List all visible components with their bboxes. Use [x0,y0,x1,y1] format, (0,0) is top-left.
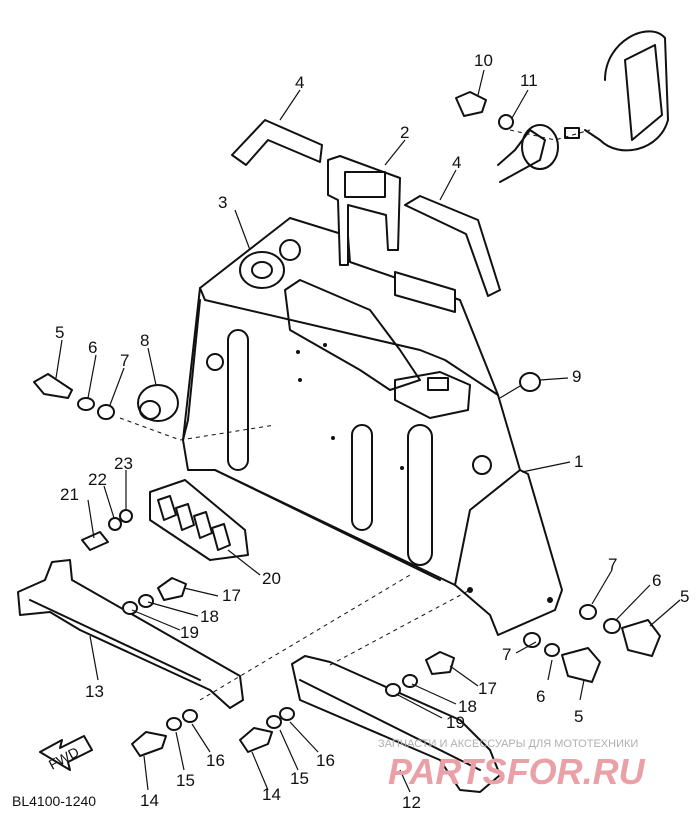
left-bolt-stack [33,373,276,441]
label-17-right: 17 [478,679,497,698]
right-bolt-stack [523,604,661,683]
label-15-right: 15 [290,769,309,788]
label-7-right-lower: 7 [502,645,511,664]
label-19-right: 19 [446,713,465,732]
label-21: 21 [60,485,79,504]
label-5-left: 5 [55,323,64,342]
label-22: 22 [88,470,107,489]
left-bolt-14-stack [131,709,198,757]
label-12: 12 [402,793,421,812]
label-7-left: 7 [120,351,129,370]
label-3: 3 [218,193,227,212]
label-17-left: 17 [222,586,241,605]
label-20: 20 [262,569,281,588]
roller-part [239,251,285,289]
label-5-right-upper: 5 [680,587,689,606]
watermark-logo: PARTSFOR.RU [388,751,646,792]
label-11: 11 [520,71,538,90]
connector-block-part [81,479,249,561]
label-6-right-lower: 6 [536,687,545,706]
label-9: 9 [572,367,581,386]
plate-part [327,155,401,266]
leader-lines [55,69,681,793]
label-7-right-upper: 7 [608,555,617,574]
diagram-code: BL4100-1240 [12,793,96,809]
label-23: 23 [114,454,133,473]
label-19-left: 19 [180,623,199,642]
label-18-left: 18 [200,607,219,626]
right-bolt-17-stack [385,651,455,697]
label-13: 13 [85,682,104,701]
label-2: 2 [400,123,409,142]
handle-right-part [394,195,501,313]
cap-part [499,372,541,399]
left-rail-part [17,559,244,709]
label-5-right-lower: 5 [574,707,583,726]
label-15-left: 15 [176,771,195,790]
label-8: 8 [140,331,149,350]
fwd-arrow-icon: FWD [39,735,93,773]
label-4-left: 4 [295,73,304,92]
label-16-left: 16 [206,751,225,770]
label-6-left: 6 [88,338,97,357]
right-bolt-14-stack [239,707,295,753]
label-10: 10 [474,51,493,70]
watermark-tagline: ЗАПЧАСТИ И АКСЕССУАРЫ ДЛЯ МОТОТЕХНИКИ [378,738,638,750]
left-bolt-17-stack [122,577,187,615]
label-14-right: 14 [262,785,281,804]
label-14-left: 14 [140,791,159,810]
top-bracket-assembly [455,30,669,183]
label-1: 1 [574,452,583,471]
part-number-labels: 4 2 3 4 10 11 5 6 7 8 9 1 7 6 5 7 6 5 21… [55,51,689,812]
label-16-right: 16 [316,751,335,770]
right-rail-part [291,655,501,793]
label-6-right-upper: 6 [652,571,661,590]
main-frame-part [182,217,563,636]
handle-left-part [231,119,323,166]
label-4-right: 4 [452,153,461,172]
label-18-right: 18 [458,697,477,716]
